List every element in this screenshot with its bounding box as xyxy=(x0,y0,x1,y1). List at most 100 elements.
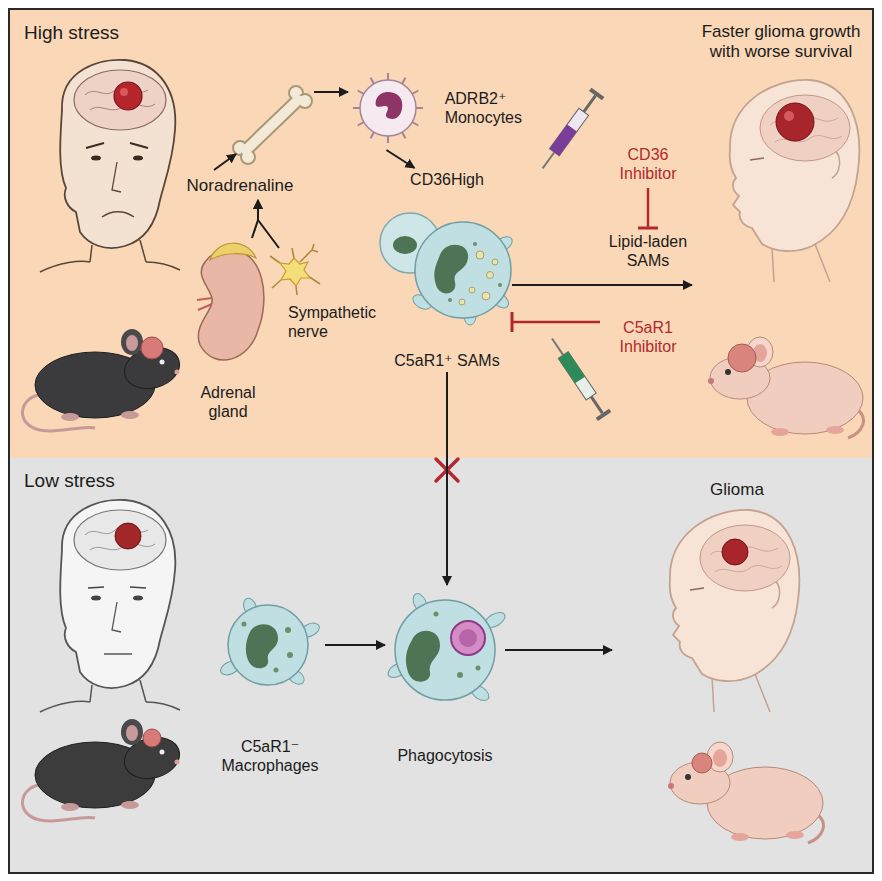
stress-panel: Low stressC5aR1⁻ MacrophagesPhagocytosis… xyxy=(10,458,872,872)
foot xyxy=(61,803,79,811)
kidney xyxy=(198,250,264,360)
ear xyxy=(747,337,773,367)
outcome-figure: Faster glioma growth with worse survival xyxy=(692,20,870,445)
kidney-adrenal xyxy=(197,243,264,360)
tail xyxy=(808,815,823,843)
foot xyxy=(121,411,139,419)
pseudopod xyxy=(491,234,514,254)
brain xyxy=(74,70,166,130)
vessels xyxy=(197,298,212,310)
eye xyxy=(91,596,101,601)
stressed-mouse xyxy=(23,329,185,431)
state-node: Lipid-laden SAMs xyxy=(596,228,700,274)
shoulders xyxy=(40,701,180,712)
syringe xyxy=(545,334,611,421)
cell-label: C5aR1⁺ SAMs xyxy=(394,351,499,370)
plunger xyxy=(584,96,596,112)
glioma-mouse-large xyxy=(708,337,863,438)
inhibition-line xyxy=(647,188,650,228)
stressed-head xyxy=(40,60,180,272)
cell-body xyxy=(360,80,416,136)
bone-shaft xyxy=(246,100,298,150)
macrophage xyxy=(218,596,321,687)
shoulders xyxy=(40,261,180,272)
tumor xyxy=(115,523,141,549)
pseudopod xyxy=(482,609,507,630)
lipid-droplet xyxy=(469,287,475,293)
pseudopod xyxy=(385,659,410,680)
nose xyxy=(112,162,121,192)
eye xyxy=(690,588,704,590)
plunger-end xyxy=(589,88,604,101)
lipid-droplet xyxy=(492,259,498,265)
bone-knob xyxy=(241,150,255,164)
nose xyxy=(708,378,714,384)
flow-arrow xyxy=(505,649,612,651)
granule xyxy=(448,298,452,302)
adrenal-cap xyxy=(210,243,256,260)
inner-ear xyxy=(713,749,727,767)
pseudopod xyxy=(298,620,321,639)
spikes xyxy=(353,73,423,143)
tumor-highlight xyxy=(784,111,794,121)
state-label: Lipid-laden SAMs xyxy=(598,232,698,270)
eye xyxy=(685,774,691,780)
cell-body xyxy=(228,605,308,685)
flow-arrow xyxy=(258,200,279,248)
head-outline xyxy=(670,510,800,681)
foot xyxy=(786,831,804,839)
nucleus xyxy=(434,245,468,294)
body xyxy=(747,362,863,434)
liquid xyxy=(550,124,577,155)
tumor xyxy=(143,729,161,747)
cell-label: C5aR1⁻ Macrophages xyxy=(222,737,319,775)
brain xyxy=(760,95,850,161)
outcome-figure: Glioma xyxy=(612,478,862,863)
granule xyxy=(287,652,293,658)
body xyxy=(35,742,155,808)
tumor xyxy=(728,344,756,372)
calm-mouse xyxy=(23,719,185,821)
mouse-head xyxy=(120,341,184,394)
small-cell xyxy=(380,213,440,273)
head-outline xyxy=(730,80,860,251)
ear xyxy=(828,149,840,178)
plunger-end xyxy=(596,409,612,421)
neuron-body xyxy=(280,258,310,286)
tumor xyxy=(141,337,163,359)
flow-arrow xyxy=(252,200,258,238)
cell-label: ADRB2⁺ Monocytes xyxy=(445,89,522,127)
eye xyxy=(133,156,143,161)
tail xyxy=(23,395,96,431)
pseudopod xyxy=(241,596,258,617)
inhibition-line xyxy=(512,321,600,324)
inhibitor-label: C5aR1 Inhibitor xyxy=(620,318,677,356)
body xyxy=(35,352,155,418)
eye xyxy=(725,369,731,375)
organ-figure: Adrenal gland xyxy=(188,238,268,423)
foot xyxy=(61,413,79,421)
brain-folds xyxy=(85,527,155,550)
inner-ear xyxy=(126,335,138,351)
nose xyxy=(175,760,180,765)
bone-knob xyxy=(233,141,247,155)
mouse-head xyxy=(120,731,184,784)
cell-cluster: CD36HighC5aR1⁺ SAMs xyxy=(382,168,512,372)
neck xyxy=(772,244,830,282)
pseudopod xyxy=(488,289,511,311)
inner-ear xyxy=(753,344,767,362)
granule xyxy=(498,283,502,287)
inhibitor-label: CD36 Inhibitor xyxy=(620,145,677,183)
dendrites xyxy=(270,244,320,295)
syringe xyxy=(536,88,604,173)
to-bone-arrow xyxy=(214,154,236,170)
pseudopod xyxy=(285,667,307,687)
brows xyxy=(86,143,148,148)
blocked-arrow xyxy=(446,372,448,585)
bone-knob xyxy=(289,86,303,100)
block-cross xyxy=(436,459,458,481)
calm-head xyxy=(40,500,180,712)
barrel xyxy=(550,108,589,156)
eye xyxy=(160,360,165,365)
monocyte xyxy=(353,73,423,143)
